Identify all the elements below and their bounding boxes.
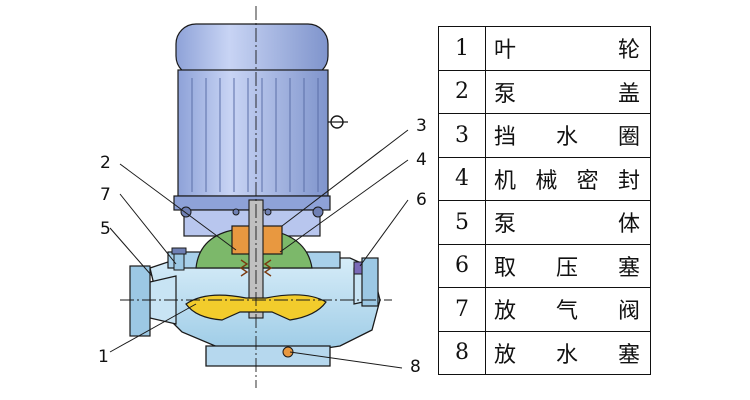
legend-row: 1 叶轮 xyxy=(438,26,651,71)
legend-part-name: 取压塞 xyxy=(485,243,651,288)
legend-row: 7 放气阀 xyxy=(438,287,651,332)
centerlines xyxy=(120,6,392,388)
legend-row: 4 机械密封 xyxy=(438,156,651,201)
pressure-plug xyxy=(353,261,363,275)
callout-3: 3 xyxy=(416,116,427,136)
legend-number: 4 xyxy=(438,156,486,201)
legend-row: 8 放水塞 xyxy=(438,330,651,375)
legend-number: 3 xyxy=(438,113,486,158)
callout-8: 8 xyxy=(410,357,421,377)
motor-cap xyxy=(175,23,329,77)
legend-number: 7 xyxy=(438,287,486,332)
legend-part-name: 放水塞 xyxy=(485,330,651,375)
pump-base xyxy=(205,345,331,367)
callout-5: 5 xyxy=(100,219,111,239)
legend-part-name: 叶轮 xyxy=(485,26,651,71)
pump-cross-section-diagram: 2 7 5 1 3 4 6 8 xyxy=(98,6,427,388)
legend-part-name: 机械密封 xyxy=(485,156,651,201)
callout-6: 6 xyxy=(416,190,427,210)
legend-number: 1 xyxy=(438,26,486,71)
callout-4: 4 xyxy=(416,150,427,170)
legend-part-name: 泵体 xyxy=(485,200,651,245)
pump-body xyxy=(129,199,381,367)
parts-legend-table: 1 叶轮 2 泵盖 3 挡水圈 4 机械密封 5 泵体 6 取压塞 7 放气阀 … xyxy=(438,26,651,375)
inlet-flange xyxy=(129,265,177,337)
legend-row: 6 取压塞 xyxy=(438,243,651,288)
legend-part-name: 挡水圈 xyxy=(485,113,651,158)
impeller xyxy=(185,294,327,321)
leader-lines xyxy=(109,129,409,369)
legend-row: 2 泵盖 xyxy=(438,69,651,114)
callout-2: 2 xyxy=(100,153,111,173)
legend-row: 5 泵体 xyxy=(438,200,651,245)
callout-7: 7 xyxy=(100,185,111,205)
legend-row: 3 挡水圈 xyxy=(438,113,651,158)
legend-number: 6 xyxy=(438,243,486,288)
legend-part-name: 泵盖 xyxy=(485,69,651,114)
motor-housing xyxy=(177,69,329,197)
legend-number: 8 xyxy=(438,330,486,375)
legend-number: 5 xyxy=(438,200,486,245)
lifting-eye xyxy=(328,115,348,129)
legend-number: 2 xyxy=(438,69,486,114)
callout-1: 1 xyxy=(98,347,109,367)
legend-part-name: 放气阀 xyxy=(485,287,651,332)
vent-valve xyxy=(171,247,187,271)
motor-cooling-fins xyxy=(191,78,319,192)
seal-spring xyxy=(239,259,273,277)
